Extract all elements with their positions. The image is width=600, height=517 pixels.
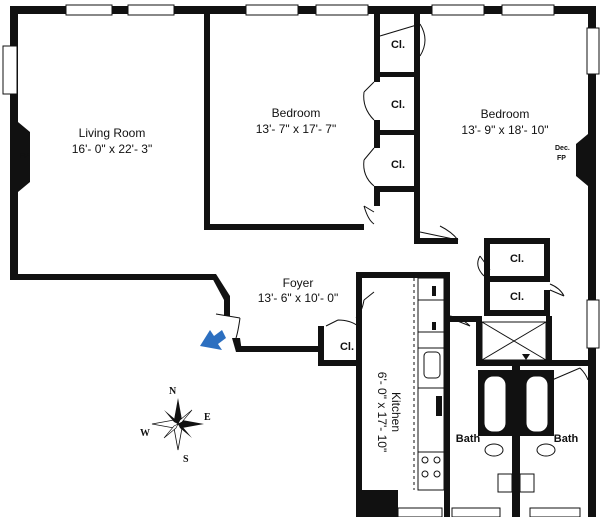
closet-label-1: Cl. <box>391 39 405 51</box>
bath-left-name: Bath <box>456 433 481 445</box>
living-room-dim: 16'- 0" x 22'- 3" <box>72 142 152 156</box>
bath-fixtures <box>478 321 556 496</box>
exterior-walls <box>10 6 596 517</box>
compass-s-label: S <box>183 454 189 465</box>
bedroom-center-name: Bedroom <box>272 106 321 120</box>
kitchen-fixtures <box>413 277 445 491</box>
foyer-dim: 13'- 6" x 10'- 0" <box>258 291 338 305</box>
compass-n-label: N <box>169 386 177 397</box>
right-side-walls <box>414 238 588 517</box>
compass-rose: N S E W <box>140 386 211 465</box>
bedroom-fp-label: FP <box>557 155 566 162</box>
bedroom-center-dim: 13'- 7" x 17'- 7" <box>256 122 336 136</box>
closet-label-5: Cl. <box>510 291 524 303</box>
closet-label-2: Cl. <box>391 99 405 111</box>
doors <box>215 23 589 381</box>
bath-right-name: Bath <box>554 433 579 445</box>
bedroom-right-name: Bedroom <box>481 107 530 121</box>
room-labels: Living Room 16'- 0" x 22'- 3" Bedroom 13… <box>20 39 578 452</box>
closet-label-3: Cl. <box>391 159 405 171</box>
bedroom-dec-label: Dec. <box>555 145 570 152</box>
closet-label-4: Cl. <box>510 253 524 265</box>
closet-label-6: Cl. <box>340 341 354 353</box>
entry-arrow-icon <box>200 330 226 350</box>
kitchen-dim: 6'- 0" x 17'- 10" <box>375 372 389 452</box>
living-room-name: Living Room <box>79 126 146 140</box>
compass-e-label: E <box>204 412 211 423</box>
compass-w-label: W <box>140 428 150 439</box>
kitchen-name: Kitchen <box>389 392 403 432</box>
living-fp-label: FP <box>20 153 29 160</box>
windows <box>2 4 600 517</box>
bedroom-right-dim: 13'- 9" x 18'- 10" <box>461 123 548 137</box>
fireplaces <box>18 122 588 192</box>
foyer-name: Foyer <box>283 276 314 290</box>
closet-column <box>374 14 420 244</box>
